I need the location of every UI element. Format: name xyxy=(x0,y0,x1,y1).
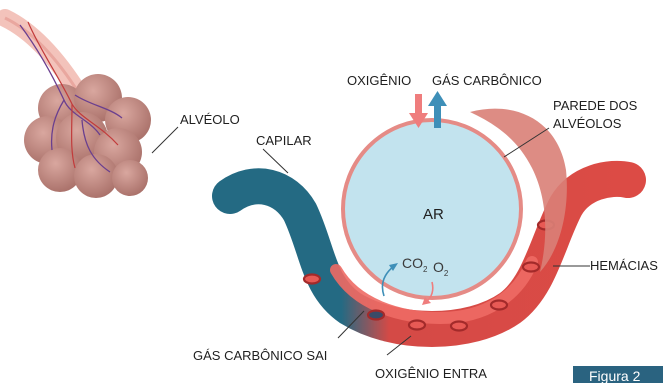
co2-up-arrow-icon xyxy=(428,91,447,128)
oxigenio-label: OXIGÊNIO xyxy=(347,73,411,88)
parede-label-line2: ALVÉOLOS xyxy=(553,116,622,131)
o2-entry-arrowhead xyxy=(422,297,431,305)
air-label: AR xyxy=(423,206,444,223)
parede-label-line1: PAREDE DOS xyxy=(553,98,638,113)
co2-exit-arrowhead xyxy=(389,263,398,271)
figure-tag-label: Figura 2 xyxy=(589,368,641,383)
capillary-vessel xyxy=(212,160,646,347)
oxigenio-entra-leader xyxy=(386,335,412,356)
alveolus-air-sac xyxy=(341,118,523,300)
figure-tag: Figura 2 xyxy=(573,366,663,383)
alveoli-cluster-icon xyxy=(0,9,151,198)
parede-leader xyxy=(503,127,550,158)
alveolo-leader xyxy=(151,126,179,154)
alveolo-label: ALVÉOLO xyxy=(180,112,240,127)
co2-symbol: CO2 xyxy=(402,255,428,274)
alveolus-wall-shadow xyxy=(470,108,567,273)
o2-symbol: O2 xyxy=(433,259,449,278)
capilar-leader xyxy=(262,148,289,174)
capilar-label: CAPILAR xyxy=(256,133,312,148)
gas-carbonico-label: GÁS CARBÔNICO xyxy=(432,73,542,88)
hemacias-label: HEMÁCIAS xyxy=(590,258,658,273)
gas-carbonico-sai-label: GÁS CARBÔNICO SAI xyxy=(193,348,327,363)
oxygen-down-arrow-icon xyxy=(409,94,428,128)
gas-carbonico-sai-leader xyxy=(337,310,365,339)
oxigenio-entra-label: OXIGÊNIO ENTRA xyxy=(375,366,487,381)
